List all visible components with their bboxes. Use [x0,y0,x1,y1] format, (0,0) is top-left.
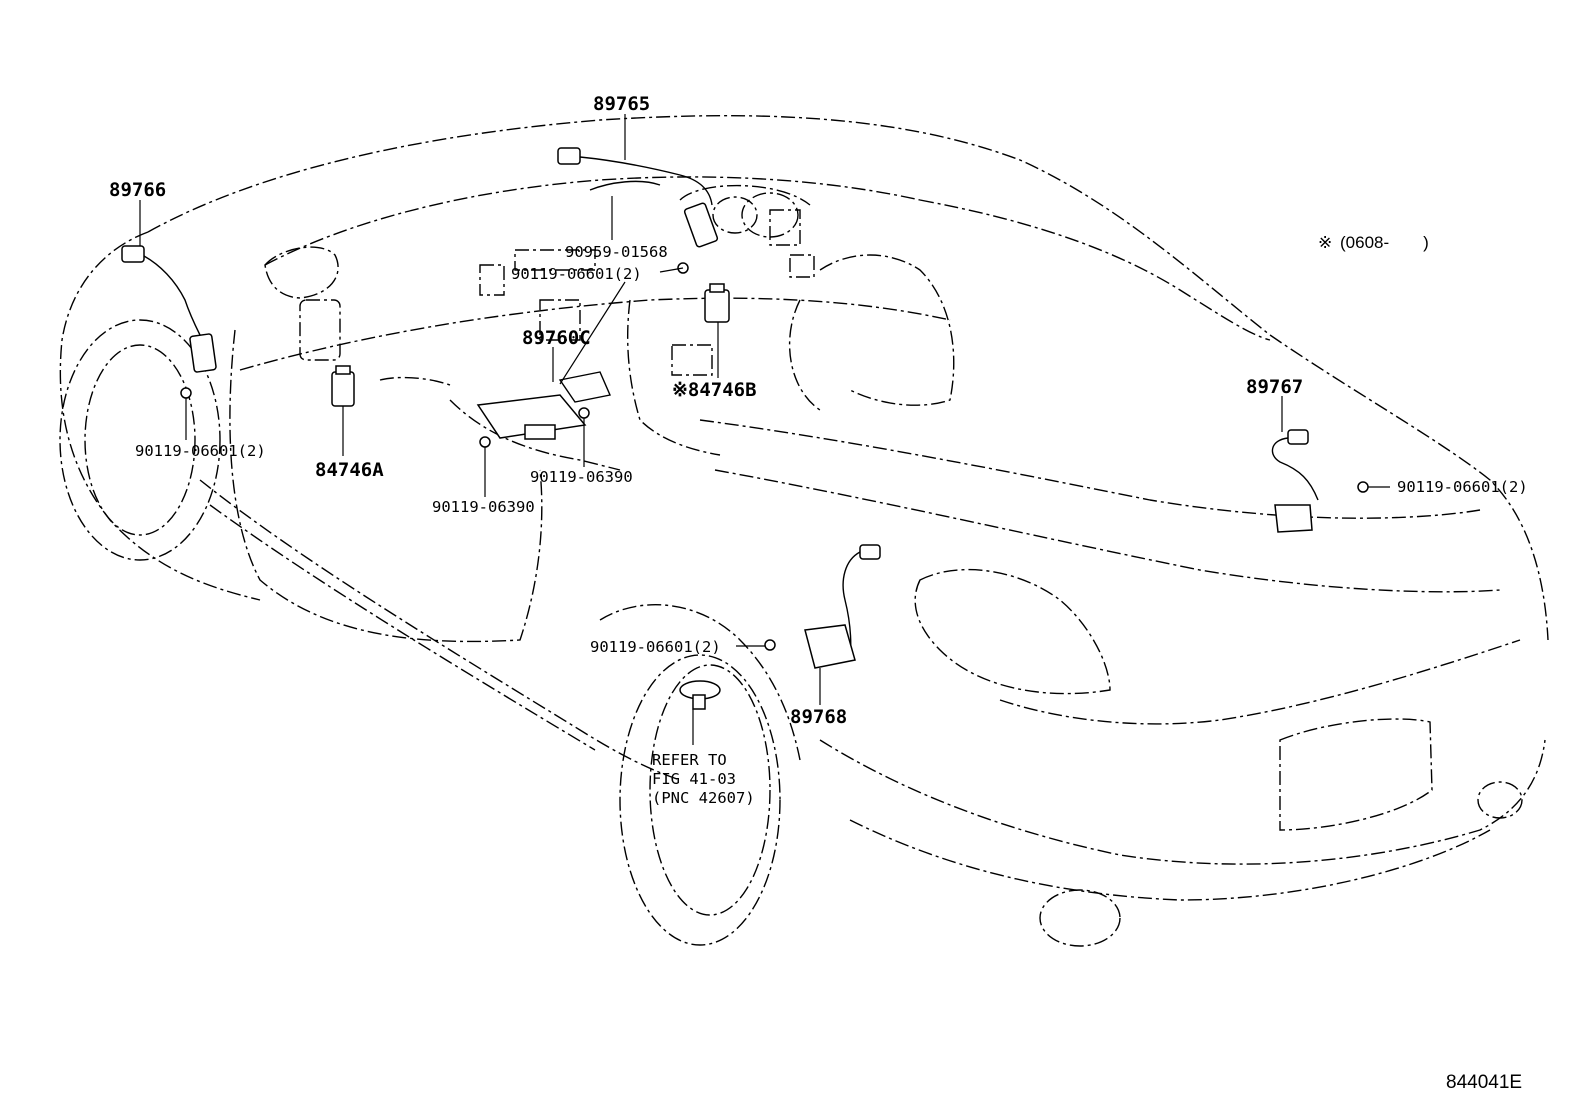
label-90119-06601-mid: 90119-06601(2) [590,638,721,656]
note-text: (0608- ) [1340,233,1429,252]
leader-lines [139,114,1390,745]
part-89760C-module [476,371,611,440]
car-body-outline [59,114,1549,947]
refer-line-2: FIG 41-03 [652,770,736,788]
label-90959-01568: 90959-01568 [565,243,668,261]
label-84746B: ※84746B [672,379,757,401]
refer-line-3: (PNC 42607) [652,789,755,807]
part-89765-harness [557,147,719,248]
label-89767: 89767 [1246,376,1303,398]
label-89760C: 89760C [522,327,591,349]
parts [121,147,1369,710]
part-84746A-switch [331,365,355,407]
label-89765: 89765 [593,93,650,115]
label-90119-06601-left: 90119-06601(2) [135,442,266,460]
part-tire-valve [679,680,721,710]
label-90119-06601-top: 90119-06601(2) [511,265,642,283]
label-89766: 89766 [109,179,166,201]
part-89766-sensor [121,245,217,373]
part-84746B-switch [704,283,730,323]
label-84746A: 84746A [315,459,384,481]
note-symbol: ※ [1318,233,1332,252]
figure-id: 844041E [1446,1072,1522,1093]
refer-line-1: REFER TO [652,751,727,769]
label-90119-06390-a: 90119-06390 [530,468,633,486]
part-89768-sensor [804,544,881,669]
part-labels: 89765 89766 90959-01568 90119-06601(2) 8… [109,93,1528,807]
label-90119-06601-right: 90119-06601(2) [1397,478,1528,496]
part-89767-sensor [1271,429,1319,533]
label-89768: 89768 [790,706,847,728]
label-90119-06390-b: 90119-06390 [432,498,535,516]
applicability-note: ※ (0608- ) [1318,233,1429,252]
